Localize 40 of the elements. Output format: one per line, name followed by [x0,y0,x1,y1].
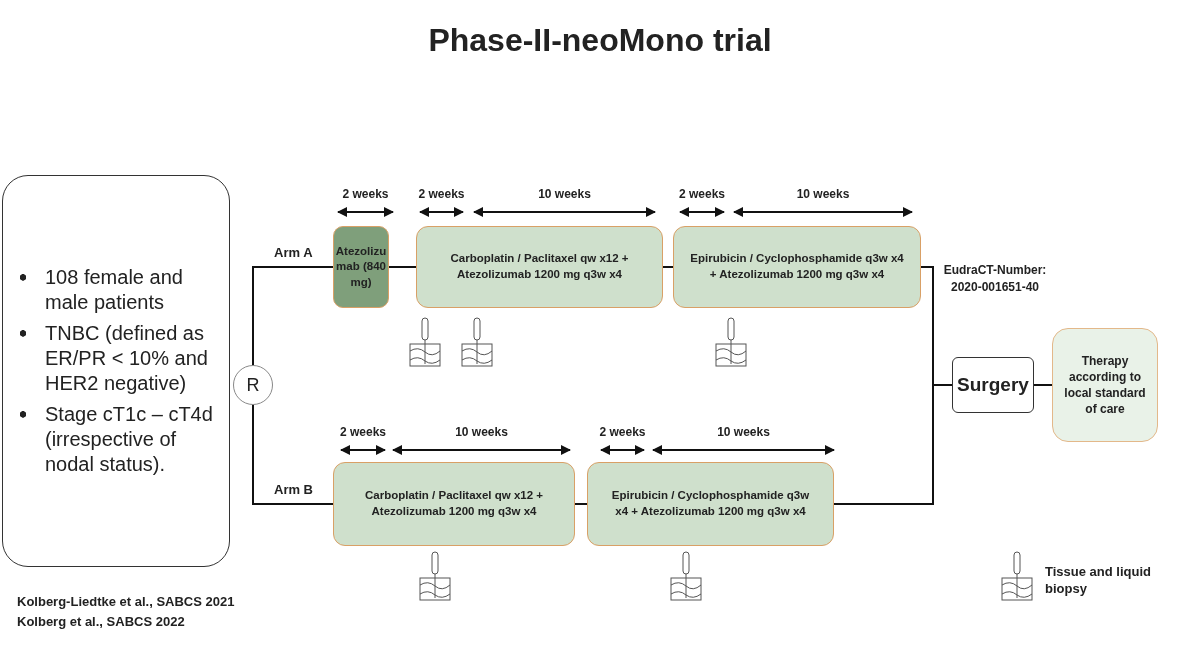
node-text: Therapy according to local standard of care [1063,352,1147,418]
node-text: Carboplatin / Paclitaxel qw x12 + Atezolizumab 1200 mg q3w x4 [449,251,630,282]
connector-line [1033,384,1053,386]
duration-label: 2 weeks [598,425,647,439]
connector-line [388,266,417,268]
legend-text: Tissue and liquid biopsy [1045,564,1152,598]
reference-text: Kolberg-Liedtke et al., SABCS 2021 [17,594,235,609]
therapy-box [1052,328,1158,442]
duration-label: 2 weeks [417,187,466,201]
connector-line [252,266,334,366]
connector-line [833,384,953,505]
duration-label: 10 weeks [716,425,771,439]
treatment-box [673,226,921,308]
connector-line [662,266,674,268]
duration-label: 10 weeks [454,425,509,439]
node-text: Carboplatin / Paclitaxel qw x12 + Atezolizumab 1200 mg q3w x4 [364,488,544,519]
treatment-box [333,462,575,546]
duration-label: 2 weeks [338,425,387,439]
info-box [2,175,230,567]
node-text: R [246,373,260,397]
node-text: Atezolizu mab (840 mg) [335,243,387,290]
connector-line [574,503,588,505]
connector-line [252,404,334,505]
treatment-box [587,462,834,546]
treatment-box [333,226,389,308]
registry-note: EudraCT-Number: 2020-001651-40 [942,262,1048,296]
reference-text: Kolberg et al., SABCS 2022 [17,614,185,629]
title: Phase-II-neoMono trial [427,22,773,59]
duration-label: 10 weeks [537,187,592,201]
duration-label: 2 weeks [677,187,726,201]
node-text: Surgery [957,373,1029,398]
surgery-box [952,357,1034,413]
duration-label: 10 weeks [795,187,851,201]
treatment-box [416,226,663,308]
randomization-circle [233,365,273,405]
edge-label: Arm A [272,245,315,260]
node-text: Epirubicin / Cyclophosphamide q3w x4 + Atezolizumab 1200 mg q3w x4 [690,251,904,282]
node-text: Epirubicin / Cyclophosphamide q3w x4 + Atezolizumab 1200 mg q3w x4 [610,488,811,519]
edge-label: Arm B [272,482,315,497]
duration-label: 2 weeks [341,187,390,201]
